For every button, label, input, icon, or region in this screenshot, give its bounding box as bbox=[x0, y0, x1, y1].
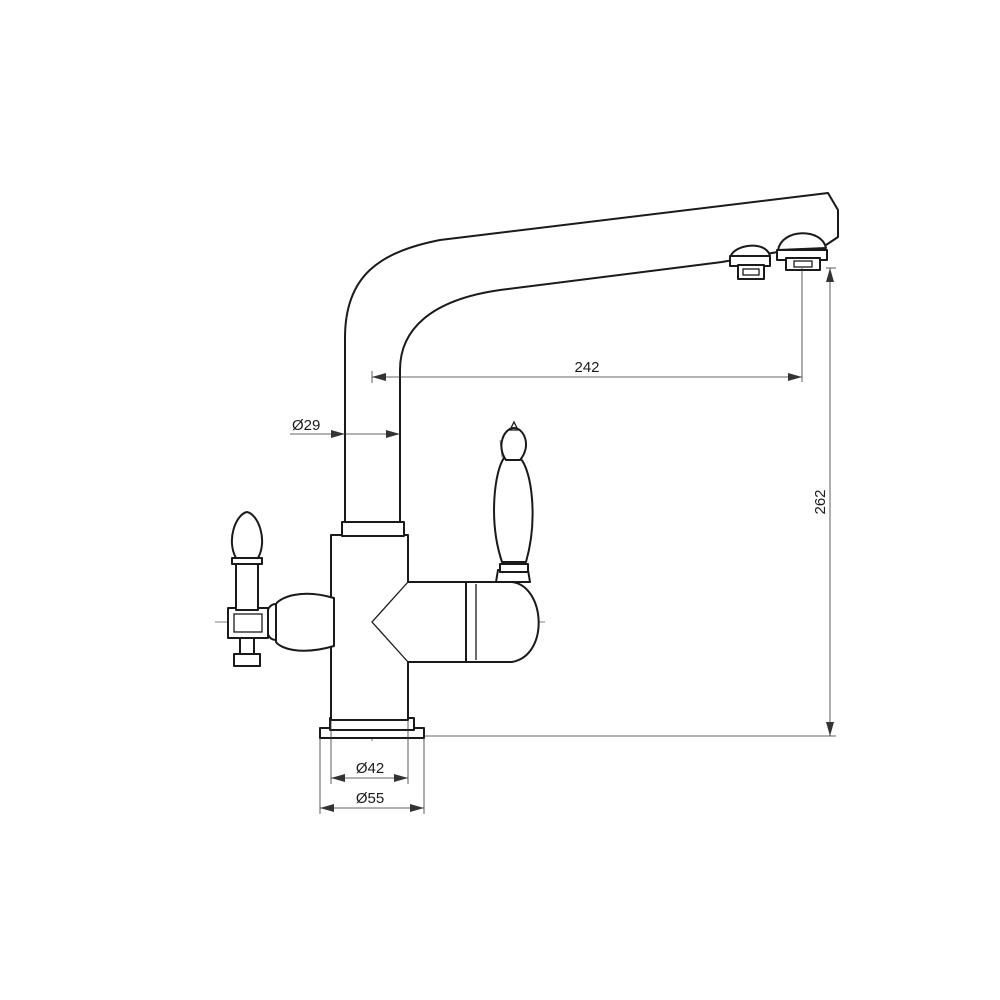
dimension-base-diameter bbox=[319, 738, 425, 814]
dimension-spout-reach bbox=[371, 268, 803, 383]
dimension-body-diameter-label: Ø42 bbox=[356, 760, 384, 777]
dimension-total-height bbox=[424, 267, 836, 737]
dimension-spout-reach-label: 242 bbox=[574, 359, 599, 376]
aerator-outlets bbox=[729, 232, 828, 280]
faucet-body bbox=[330, 534, 469, 721]
right-cartridge bbox=[465, 420, 540, 663]
left-lever bbox=[227, 511, 335, 667]
dimension-base-diameter-label: Ø55 bbox=[356, 790, 384, 807]
dimension-body-diameter bbox=[330, 720, 409, 784]
dimension-spout-diameter bbox=[290, 430, 400, 438]
dimension-spout-diameter-label: Ø29 bbox=[292, 417, 320, 434]
dimension-total-height-label: 262 bbox=[812, 489, 829, 514]
